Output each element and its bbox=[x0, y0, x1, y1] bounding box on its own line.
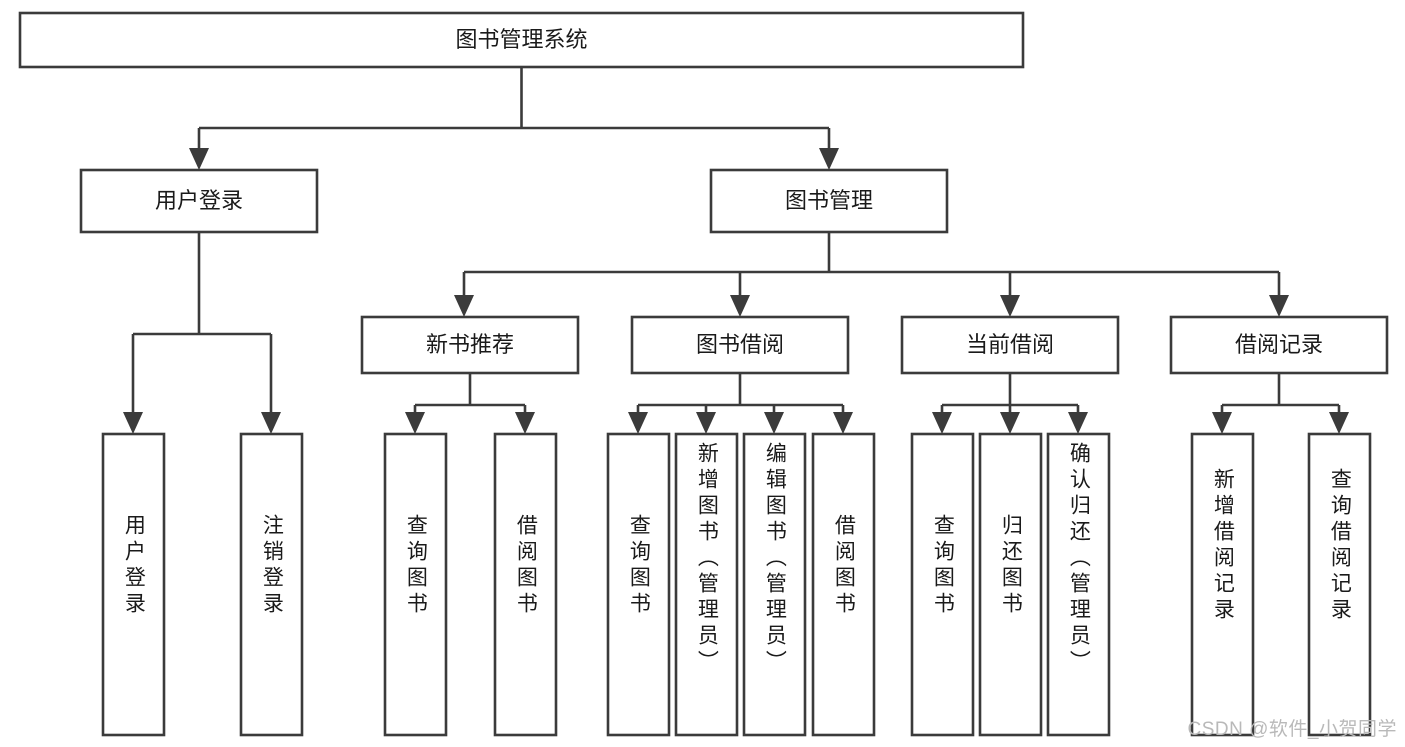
node-layer: 图书管理系统 用户登录 图书管理 新书推荐 图书借阅 当前借阅 借阅记录 bbox=[18, 11, 1389, 737]
node-leaf-query-book-2[interactable] bbox=[606, 432, 671, 737]
node-leaf-return-book[interactable] bbox=[978, 432, 1043, 737]
node-leaf-confirm-return-admin[interactable] bbox=[1046, 432, 1111, 737]
node-book-management-label: 图书管理 bbox=[785, 188, 873, 213]
node-leaf-borrow-book-1[interactable] bbox=[493, 432, 558, 737]
node-borrow-records[interactable] bbox=[1169, 315, 1389, 375]
node-user-login[interactable] bbox=[79, 168, 319, 234]
node-leaf-borrow-book-2[interactable] bbox=[811, 432, 876, 737]
arrowhead-newbook-leaf1 bbox=[405, 412, 425, 434]
arrowhead-borrow bbox=[730, 295, 750, 317]
node-leaf-query-borrow-record[interactable] bbox=[1307, 432, 1372, 737]
csdn-watermark: CSDN @软件_小贺同学 bbox=[1187, 719, 1397, 740]
arrowhead-current-leaf1 bbox=[932, 412, 952, 434]
arrowhead-records-leaf1 bbox=[1212, 412, 1232, 434]
node-leaf-query-book-3[interactable] bbox=[910, 432, 975, 737]
arrowhead-borrow-leaf4 bbox=[833, 412, 853, 434]
node-root-label: 图书管理系统 bbox=[455, 27, 587, 52]
node-leaf-logout[interactable] bbox=[239, 432, 304, 737]
node-root-book-management-system[interactable] bbox=[18, 11, 1025, 69]
node-book-borrow[interactable] bbox=[630, 315, 850, 375]
arrowhead-newbook-leaf2 bbox=[515, 412, 535, 434]
node-new-book-recommend[interactable] bbox=[360, 315, 580, 375]
arrowhead-records bbox=[1269, 295, 1289, 317]
node-leaf-query-book-1[interactable] bbox=[383, 432, 448, 737]
arrowhead-leaf-user-login bbox=[123, 412, 143, 434]
node-leaf-user-login[interactable] bbox=[101, 432, 166, 737]
arrowhead-bookmgmt bbox=[819, 148, 839, 170]
arrowhead-current-leaf3 bbox=[1068, 412, 1088, 434]
node-book-management[interactable] bbox=[709, 168, 949, 234]
arrowhead-records-leaf2 bbox=[1329, 412, 1349, 434]
arrowhead-newbook bbox=[454, 295, 474, 317]
arrowhead-userlogin bbox=[189, 148, 209, 170]
node-leaf-edit-book-admin[interactable] bbox=[742, 432, 807, 737]
arrowhead-borrow-leaf2 bbox=[696, 412, 716, 434]
node-user-login-label: 用户登录 bbox=[155, 188, 243, 213]
node-borrow-records-label: 借阅记录 bbox=[1235, 332, 1323, 357]
node-current-borrow-label: 当前借阅 bbox=[966, 332, 1054, 357]
arrowhead-current-leaf2 bbox=[1000, 412, 1020, 434]
node-book-borrow-label: 图书借阅 bbox=[696, 332, 784, 357]
connector-layer bbox=[123, 67, 1349, 434]
arrowhead-borrow-leaf1 bbox=[628, 412, 648, 434]
arrowhead-current bbox=[1000, 295, 1020, 317]
node-leaf-add-book-admin[interactable] bbox=[674, 432, 739, 737]
arrowhead-leaf-logout bbox=[261, 412, 281, 434]
node-current-borrow[interactable] bbox=[900, 315, 1120, 375]
node-new-book-recommend-label: 新书推荐 bbox=[426, 332, 514, 357]
node-leaf-add-borrow-record[interactable] bbox=[1190, 432, 1255, 737]
arrowhead-borrow-leaf3 bbox=[764, 412, 784, 434]
